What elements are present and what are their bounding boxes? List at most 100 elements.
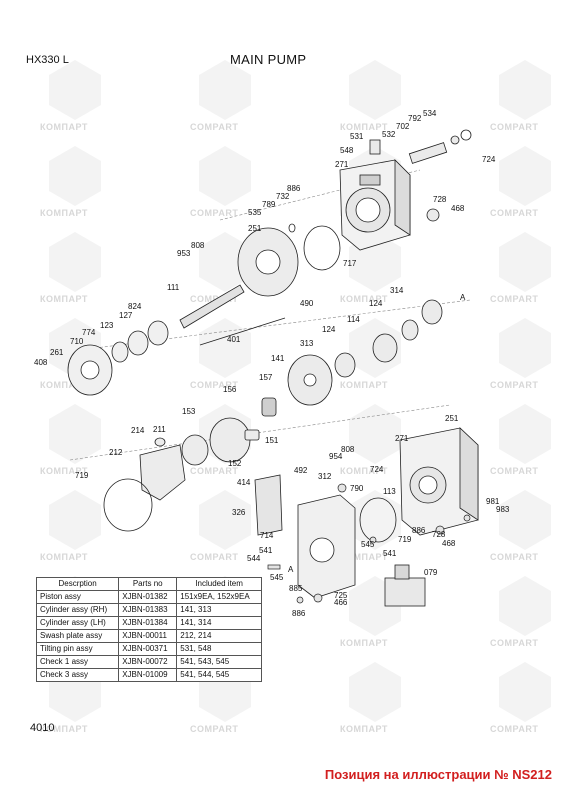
watermark-hexagon bbox=[499, 232, 551, 292]
o-rings bbox=[288, 223, 341, 271]
watermark-hexagon bbox=[499, 576, 551, 636]
top-fittings bbox=[369, 129, 472, 222]
watermark-text: КОМПАРТ bbox=[340, 466, 388, 476]
callout-label: 124 bbox=[369, 299, 383, 308]
watermark-text: COMPART bbox=[190, 294, 238, 304]
callout-label: 545 bbox=[270, 573, 284, 582]
illustration-reference: Позиция на иллюстрации № NS212 bbox=[324, 767, 552, 782]
watermark-text: COMPART bbox=[190, 122, 238, 132]
watermark-text: COMPART bbox=[190, 724, 238, 734]
callout-label: 886 bbox=[412, 526, 426, 535]
cylinder-block bbox=[261, 299, 443, 417]
section-letter: A bbox=[460, 293, 466, 302]
callout-label: 271 bbox=[335, 160, 349, 169]
callout-label: 157 bbox=[259, 373, 273, 382]
callout-label: 079 bbox=[424, 568, 438, 577]
callout-label: 153 bbox=[182, 407, 196, 416]
callout-label: 114 bbox=[347, 315, 360, 324]
cell-part-no: XJBN-01384 bbox=[118, 616, 178, 630]
watermark-hexagon bbox=[49, 404, 101, 464]
callout-label: 313 bbox=[300, 339, 314, 348]
callout-label: 261 bbox=[50, 348, 64, 357]
watermark-text: COMPART bbox=[490, 724, 538, 734]
callout-label: 113 bbox=[383, 487, 396, 496]
cell-description: Swash plate assy bbox=[35, 629, 120, 643]
callout-label: 953 bbox=[177, 249, 191, 258]
watermark-text: КОМПАРТ bbox=[340, 724, 388, 734]
parts-table: Descrption Parts no Included item Piston… bbox=[35, 577, 262, 682]
callout-label: 314 bbox=[390, 286, 404, 295]
watermark-text: COMPART bbox=[190, 552, 238, 562]
watermark-text: COMPART bbox=[190, 380, 238, 390]
watermark-text: КОМПАРТ bbox=[40, 208, 88, 218]
watermark-text: КОМПАРТ bbox=[340, 294, 388, 304]
callout-label: 724 bbox=[370, 465, 384, 474]
cell-included: 531, 548 bbox=[176, 642, 262, 656]
watermark-text: КОМПАРТ bbox=[340, 638, 388, 648]
cell-part-no: XJBN-01382 bbox=[118, 590, 178, 604]
callout-label: 124 bbox=[322, 325, 336, 334]
callout-label: 983 bbox=[496, 505, 510, 514]
callout-label: 531 bbox=[350, 132, 364, 141]
callout-label: 492 bbox=[294, 466, 308, 475]
model-label: HX330 L bbox=[26, 54, 69, 66]
callout-label: 710 bbox=[70, 337, 84, 346]
watermark-hexagon bbox=[499, 490, 551, 550]
column-header: Parts no bbox=[118, 577, 178, 591]
watermark-text: КОМПАРТ bbox=[340, 552, 388, 562]
watermark-hexagon bbox=[199, 232, 251, 292]
cell-part-no: XJBN-01383 bbox=[118, 603, 178, 617]
callout-label: 490 bbox=[300, 299, 314, 308]
watermark-text: COMPART bbox=[190, 466, 238, 476]
watermark-hexagon bbox=[349, 60, 401, 120]
callout-label: 724 bbox=[482, 155, 496, 164]
watermark-text: COMPART bbox=[490, 208, 538, 218]
column-header: Descrption bbox=[35, 577, 120, 591]
watermark-hexagon bbox=[199, 318, 251, 378]
callout-label: 885 bbox=[289, 584, 303, 593]
cell-description: Cylinder assy (LH) bbox=[35, 616, 120, 630]
pump-housing-lower bbox=[399, 427, 479, 536]
callout-label: 886 bbox=[287, 184, 301, 193]
watermark-hexagon bbox=[499, 318, 551, 378]
watermark-text: COMPART bbox=[190, 208, 238, 218]
column-header: Included item bbox=[176, 577, 262, 591]
pump-housing-upper bbox=[339, 159, 411, 251]
callout-label: 808 bbox=[341, 445, 355, 454]
watermark-hexagon bbox=[499, 662, 551, 722]
callout-label: 790 bbox=[350, 484, 364, 493]
watermark-text: КОМПАРТ bbox=[40, 724, 88, 734]
callout-label: 792 bbox=[408, 114, 422, 123]
small-hardware bbox=[267, 483, 471, 604]
section-letter: A bbox=[288, 565, 294, 574]
watermark-text: КОМПАРТ bbox=[40, 552, 88, 562]
watermark-text: КОМПАРТ bbox=[40, 466, 88, 476]
callout-label: 714 bbox=[260, 531, 274, 540]
callout-label: 535 bbox=[248, 208, 262, 217]
bearings bbox=[67, 320, 169, 396]
page-number: 4010 bbox=[30, 722, 55, 734]
watermark-text: КОМПАРТ bbox=[340, 122, 388, 132]
callout-label: 717 bbox=[343, 259, 357, 268]
callout-label: 954 bbox=[329, 452, 343, 461]
cell-included: 141, 314 bbox=[176, 616, 262, 630]
cell-part-no: XJBN-01009 bbox=[118, 668, 178, 682]
callout-label: 702 bbox=[396, 122, 410, 131]
watermark-hexagon bbox=[199, 60, 251, 120]
callout-label: 532 bbox=[382, 130, 396, 139]
watermark-hexagon bbox=[49, 146, 101, 206]
watermark-text: COMPART bbox=[490, 638, 538, 648]
watermark-text: COMPART bbox=[490, 380, 538, 390]
watermark-hexagon bbox=[499, 146, 551, 206]
callout-label: 251 bbox=[248, 224, 262, 233]
watermark-hexagon bbox=[349, 662, 401, 722]
callout-label: 151 bbox=[265, 436, 279, 445]
callout-label: 401 bbox=[227, 335, 241, 344]
callout-label: 141 bbox=[271, 354, 285, 363]
watermark-text: КОМПАРТ bbox=[340, 380, 388, 390]
